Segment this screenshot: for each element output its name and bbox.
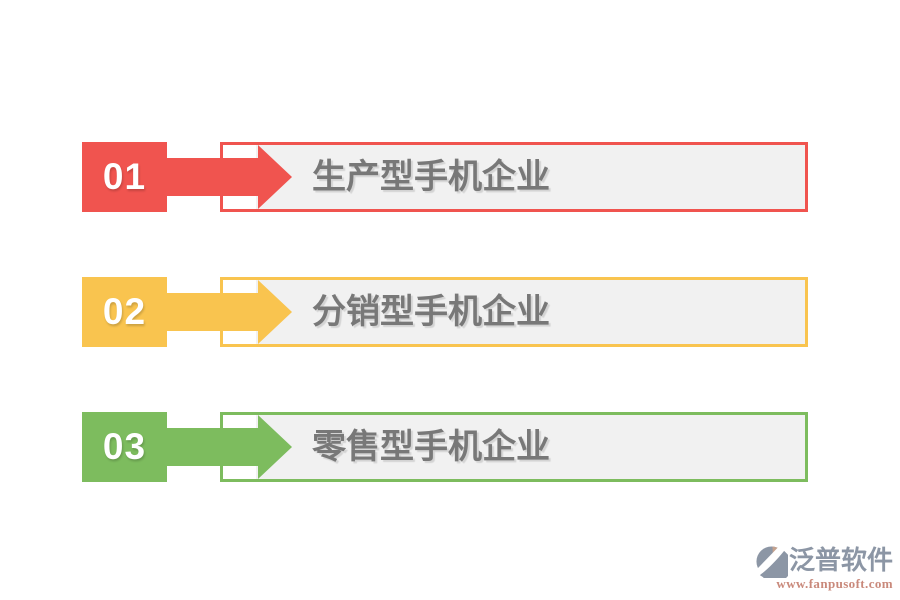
item-label: 零售型手机企业 [312,428,550,466]
watermark-url: www.fanpusoft.com [776,576,893,591]
step-number-badge: 03 [82,412,167,482]
arrow-stem [166,293,260,331]
arrow-right-icon [258,145,292,209]
fanpu-logo-icon [754,545,788,578]
label-box [220,142,808,212]
arrow-right-icon [258,415,292,479]
arrow-stem [166,428,260,466]
step-number-badge: 02 [82,277,167,347]
step-number: 02 [102,291,147,332]
arrow-right-icon [258,280,292,344]
step-number-badge: 01 [82,142,167,212]
item-label: 分销型手机企业 [312,293,550,331]
watermark-brand: 泛普软件 [788,546,893,576]
list-item: 01 生产型手机企业 [0,142,900,212]
watermark: 泛普软件 www.fanpusoft.com [754,545,893,592]
label-box [220,412,808,482]
list-item: 03 零售型手机企业 [0,412,900,482]
item-label: 生产型手机企业 [312,158,550,196]
label-box [220,277,808,347]
list-item: 02 分销型手机企业 [0,277,900,347]
arrow-stem [166,158,260,196]
step-number: 01 [102,156,147,197]
step-number: 03 [102,426,147,467]
